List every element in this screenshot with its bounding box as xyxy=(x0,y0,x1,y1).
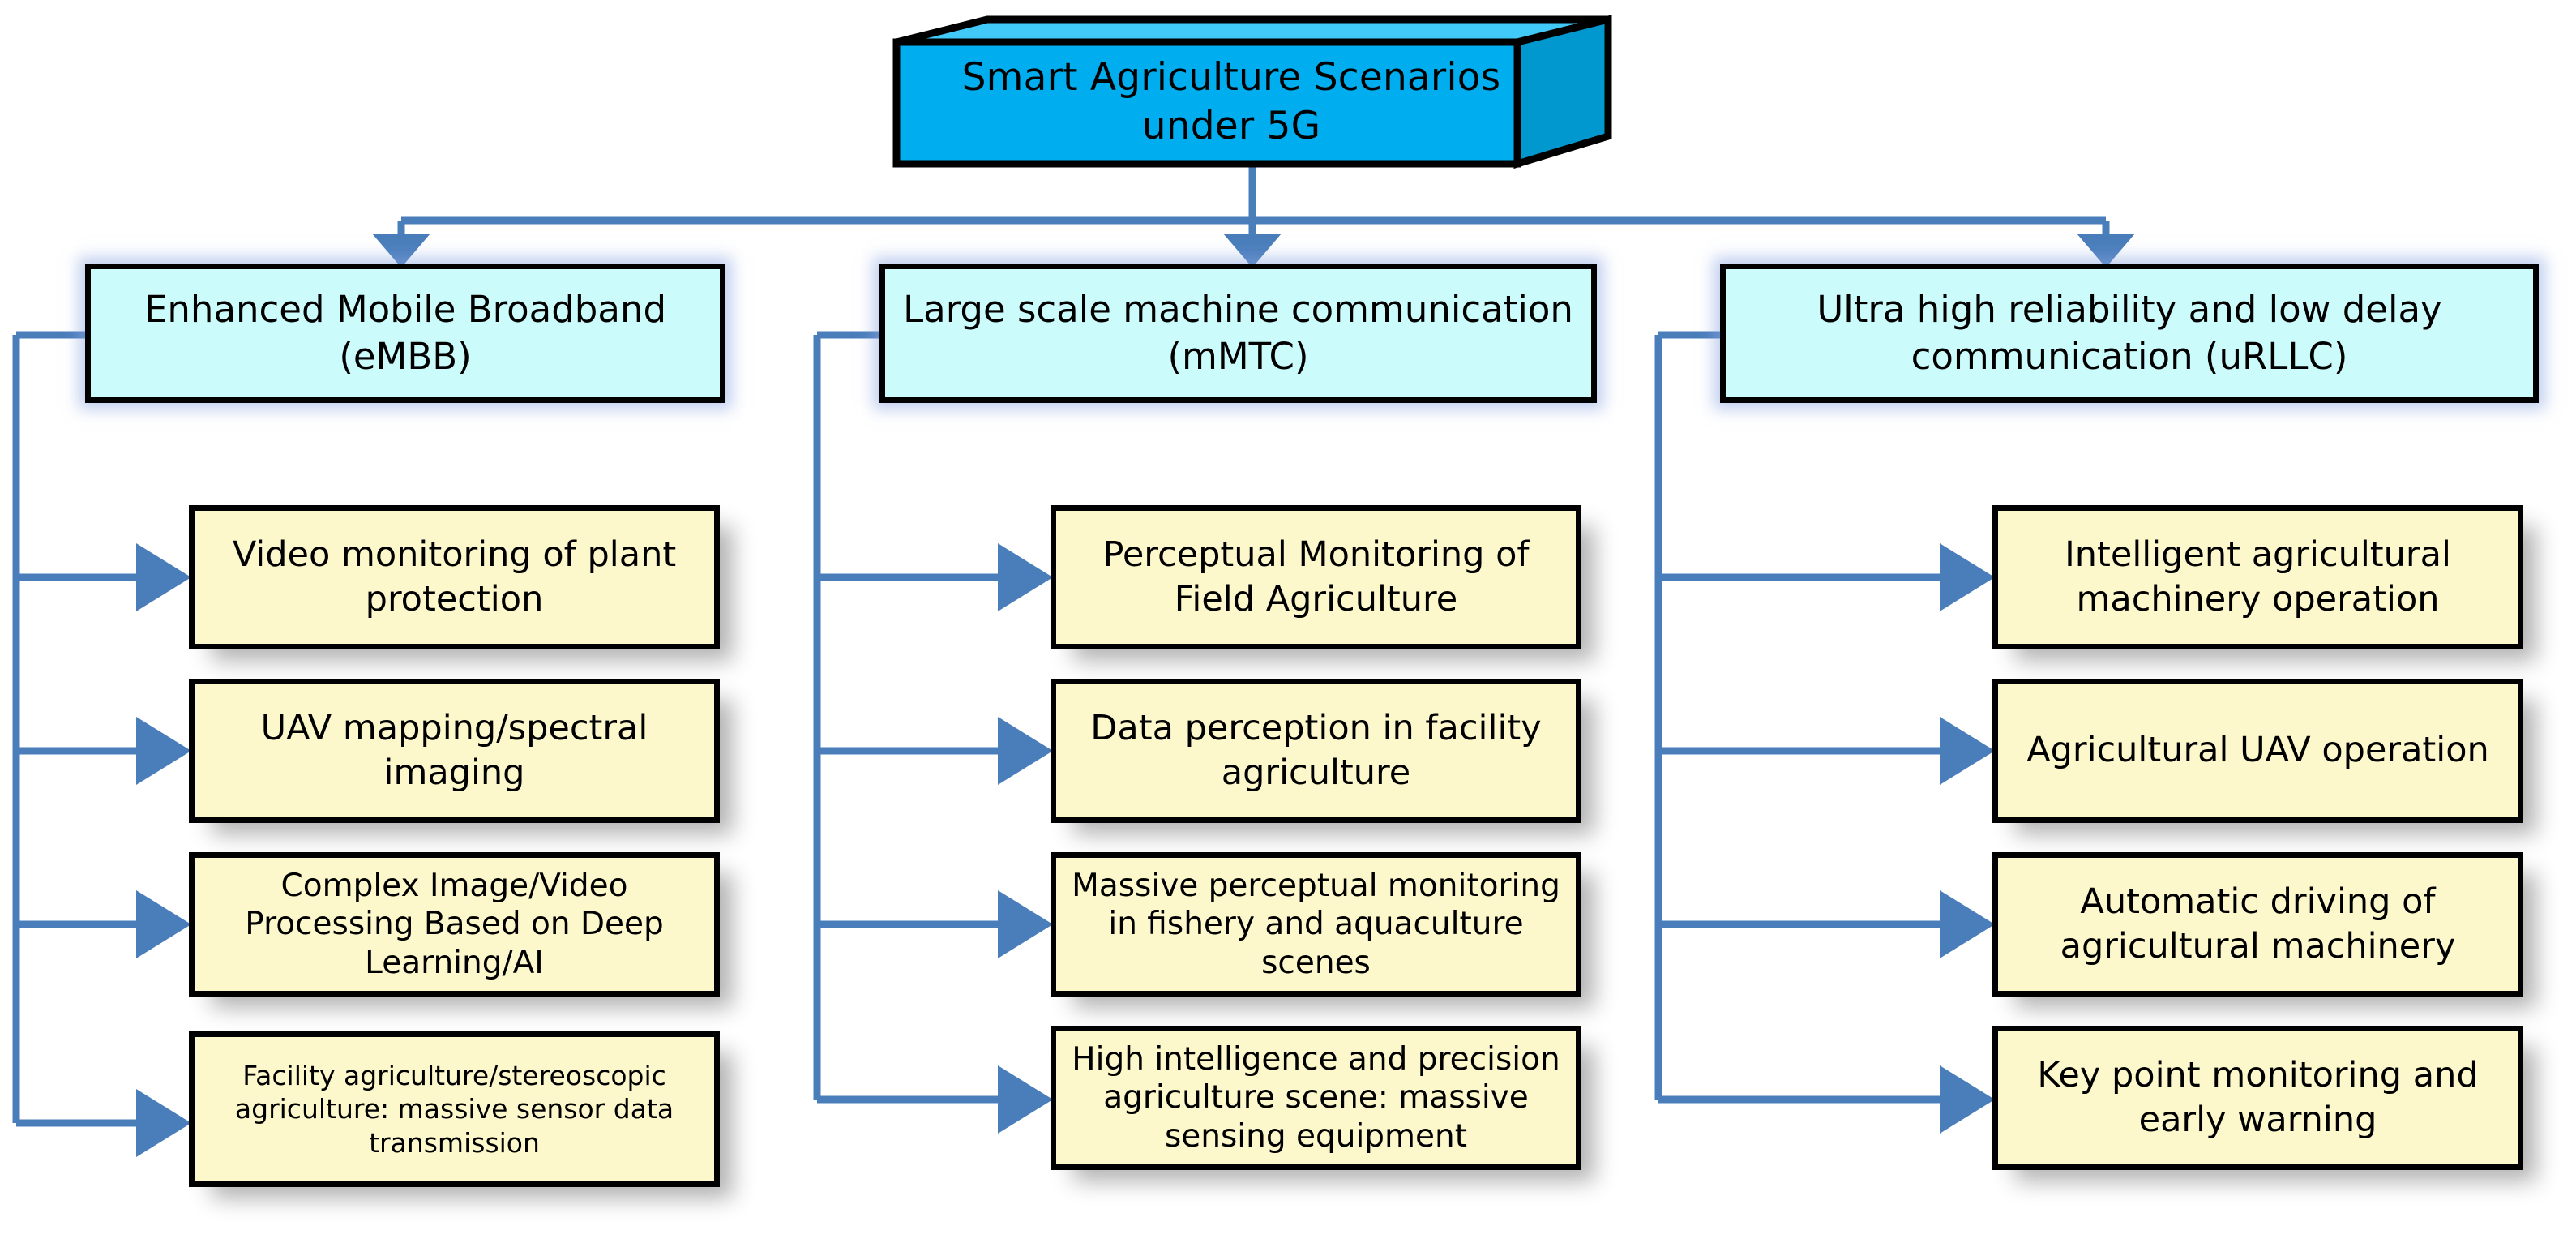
root-node-label-line1: Smart Agriculture Scenarios xyxy=(961,54,1501,100)
arrowhead-down-embb xyxy=(372,234,430,268)
leaf-box-mmtc-3[interactable]: Massive perceptual monitoring in fishery… xyxy=(1051,852,1581,997)
arrowhead-down-urllc xyxy=(2077,234,2135,268)
arrowhead-right-urllc-2 xyxy=(1940,717,1995,785)
arrowhead-right-urllc-1 xyxy=(1940,543,1995,611)
leaf-label-mmtc-3: Massive perceptual monitoring in fishery… xyxy=(1072,867,1560,981)
arrowhead-right-embb-1 xyxy=(136,543,191,611)
arrowhead-right-mmtc-1 xyxy=(998,543,1053,611)
root-node-label-line2: under 5G xyxy=(1141,104,1321,148)
arrowhead-right-embb-2 xyxy=(136,717,191,785)
arrowhead-down-mmtc xyxy=(1223,234,1282,268)
leaf-box-mmtc-1[interactable]: Perceptual Monitoring of Field Agricultu… xyxy=(1051,505,1581,649)
root-node[interactable]: Smart Agriculture Scenarios under 5G xyxy=(892,15,1613,169)
arrowhead-right-mmtc-2 xyxy=(998,717,1053,785)
root-node-label: Smart Agriculture Scenarios under 5G xyxy=(903,45,1560,159)
leaf-box-mmtc-4[interactable]: High intelligence and precision agricult… xyxy=(1051,1026,1581,1170)
category-label-mmtc: Large scale machine communication (mMTC) xyxy=(903,287,1573,379)
arrowhead-right-mmtc-4 xyxy=(998,1065,1053,1134)
leaf-label-embb-3: Complex Image/Video Processing Based on … xyxy=(245,867,664,981)
leaf-label-urllc-1: Intelligent agricultural machinery opera… xyxy=(2065,534,2451,619)
category-label-urllc: Ultra high reliability and low delay com… xyxy=(1816,287,2442,379)
leaf-box-urllc-1[interactable]: Intelligent agricultural machinery opera… xyxy=(1992,505,2523,649)
leaf-label-urllc-2: Agricultural UAV operation xyxy=(2026,730,2489,771)
leaf-label-embb-1: Video monitoring of plant protection xyxy=(232,534,677,619)
leaf-label-mmtc-2: Data perception in facility agriculture xyxy=(1090,707,1542,793)
leaf-box-mmtc-2[interactable]: Data perception in facility agriculture xyxy=(1051,679,1581,823)
leaf-box-urllc-3[interactable]: Automatic driving of agricultural machin… xyxy=(1992,852,2523,997)
root-node-3d-shape xyxy=(892,15,1612,169)
leaf-box-urllc-2[interactable]: Agricultural UAV operation xyxy=(1992,679,2523,823)
leaf-label-embb-4: Facility agriculture/stereoscopic agricu… xyxy=(234,1059,674,1159)
leaf-box-embb-4[interactable]: Facility agriculture/stereoscopic agricu… xyxy=(189,1031,720,1187)
leaf-box-embb-3[interactable]: Complex Image/Video Processing Based on … xyxy=(189,852,720,997)
category-label-embb: Enhanced Mobile Broadband (eMBB) xyxy=(143,287,667,379)
leaf-label-urllc-3: Automatic driving of agricultural machin… xyxy=(2060,881,2456,967)
category-box-urllc[interactable]: Ultra high reliability and low delay com… xyxy=(1720,264,2539,403)
leaf-label-mmtc-4: High intelligence and precision agricult… xyxy=(1072,1040,1560,1155)
arrowhead-right-embb-3 xyxy=(136,890,191,958)
leaf-box-urllc-4[interactable]: Key point monitoring and early warning xyxy=(1992,1026,2523,1170)
arrowhead-right-urllc-3 xyxy=(1940,890,1995,958)
arrowhead-right-embb-4 xyxy=(136,1089,191,1157)
leaf-label-embb-2: UAV mapping/spectral imaging xyxy=(260,707,648,793)
leaf-label-urllc-4: Key point monitoring and early warning xyxy=(2037,1054,2479,1140)
arrowhead-right-mmtc-3 xyxy=(998,890,1053,958)
leaf-label-mmtc-1: Perceptual Monitoring of Field Agricultu… xyxy=(1102,534,1530,619)
leaf-box-embb-2[interactable]: UAV mapping/spectral imaging xyxy=(189,679,720,823)
arrowhead-right-urllc-4 xyxy=(1940,1065,1995,1134)
leaf-box-embb-1[interactable]: Video monitoring of plant protection xyxy=(189,505,720,649)
category-box-mmtc[interactable]: Large scale machine communication (mMTC) xyxy=(879,264,1597,403)
category-box-embb[interactable]: Enhanced Mobile Broadband (eMBB) xyxy=(85,264,725,403)
